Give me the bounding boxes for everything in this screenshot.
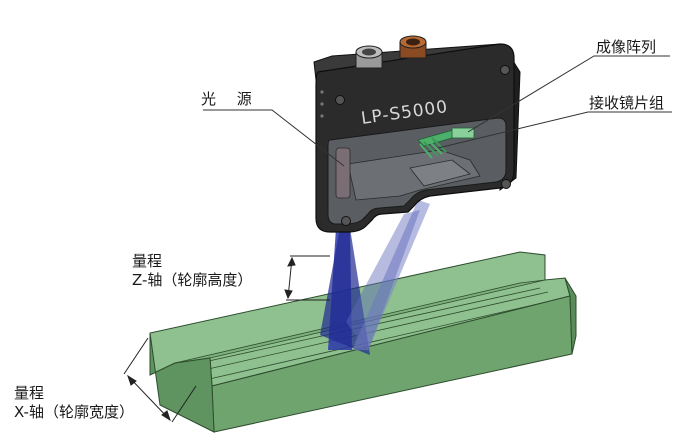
laser-beams: [320, 200, 430, 355]
workpiece-end: [149, 332, 215, 433]
lens-group-label: 接收镜片组: [589, 94, 665, 112]
x-range-dimension: [123, 337, 197, 423]
z-range-axis: Z-轴（轮廓高度）: [132, 271, 253, 289]
leader-imaging-array: [467, 55, 670, 133]
screw-icon: [500, 65, 510, 75]
x-range-label: 量程 X-轴（轮廓宽度）: [14, 384, 134, 422]
workpiece-right-end: [564, 277, 577, 355]
screw-icon: [335, 95, 345, 105]
optics-ramp: [409, 159, 471, 187]
x-range-axis: X-轴（轮廓宽度）: [14, 403, 134, 421]
reflected-beam-inner: [346, 210, 420, 352]
x-range-title: 量程: [14, 384, 45, 402]
imaging-array-label: 成像阵列: [596, 38, 657, 56]
leader-lens-group: [437, 111, 672, 149]
z-range-label: 量程 Z-轴（轮廓高度）: [132, 252, 252, 290]
connector-brass-icon: [399, 35, 427, 59]
leader-lines: [203, 55, 672, 167]
sensor: LP-S5000: [313, 35, 521, 233]
z-range-title: 量程: [132, 252, 163, 270]
light-source-label: 光 源: [201, 90, 260, 108]
screw-icon: [341, 216, 351, 226]
connector-silver-icon: [355, 45, 383, 69]
imaging-array: [451, 127, 475, 139]
z-range-dimension: [284, 255, 330, 301]
leader-light-source: [203, 109, 345, 167]
light-source-tube: [335, 147, 351, 199]
reflected-beam: [352, 200, 430, 350]
screw-icon: [501, 179, 511, 189]
laser-fan: [320, 228, 370, 355]
